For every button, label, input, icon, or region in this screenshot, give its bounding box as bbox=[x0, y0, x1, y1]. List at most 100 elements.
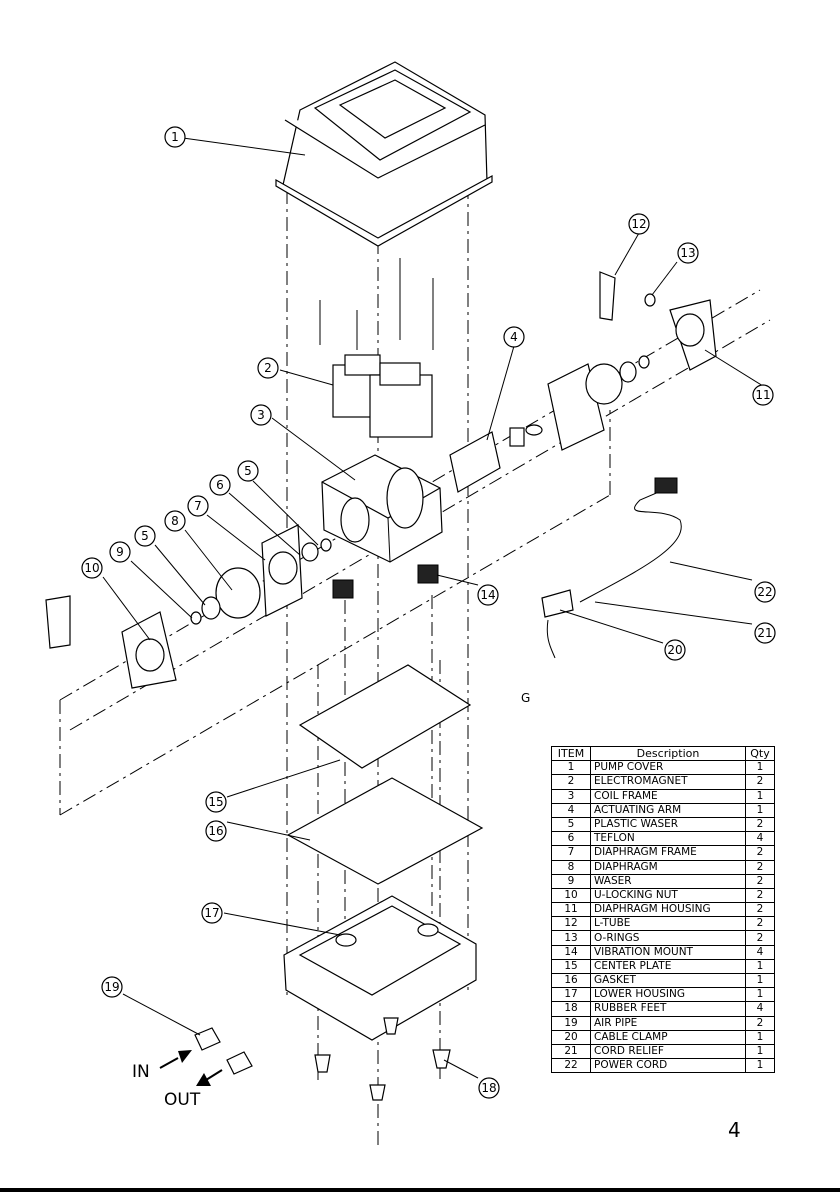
table-cell-item: 5 bbox=[551, 816, 591, 833]
callout-5-lower: 5 bbox=[134, 525, 156, 547]
header-item: ITEM bbox=[551, 745, 591, 762]
callout-leaders bbox=[102, 137, 764, 1079]
callout-21: 21 bbox=[754, 622, 776, 644]
table-cell-qty: 4 bbox=[745, 1001, 775, 1017]
table-cell-qty: 2 bbox=[745, 930, 775, 946]
electromagnet bbox=[319, 258, 434, 438]
callout-10: 10 bbox=[81, 557, 103, 579]
parts-table-header: ITEM Description Qty bbox=[551, 745, 775, 762]
flow-out: OUT bbox=[164, 1069, 223, 1110]
callout-15: 15 bbox=[205, 791, 227, 813]
air-pipe bbox=[194, 1027, 253, 1075]
svg-text:3: 3 bbox=[257, 408, 265, 422]
table-cell-item: 20 bbox=[551, 1029, 591, 1045]
svg-text:4: 4 bbox=[510, 330, 518, 344]
callout-13: 13 bbox=[677, 242, 699, 264]
power-cord-assembly bbox=[541, 477, 682, 659]
callout-4: 4 bbox=[503, 326, 525, 348]
table-cell-qty: 2 bbox=[745, 774, 775, 790]
actuating-arm bbox=[449, 424, 543, 493]
callout-12: 12 bbox=[628, 213, 650, 235]
table-cell-description: DIAPHRAGM FRAME bbox=[590, 845, 746, 861]
callout-20: 20 bbox=[664, 639, 686, 661]
svg-text:15: 15 bbox=[208, 795, 223, 809]
table-cell-qty: 1 bbox=[745, 972, 775, 989]
table-cell-item: 4 bbox=[551, 802, 591, 818]
svg-text:22: 22 bbox=[757, 585, 772, 599]
svg-text:6: 6 bbox=[216, 478, 224, 492]
svg-text:16: 16 bbox=[208, 824, 223, 838]
table-cell-description: PLASTIC WASER bbox=[590, 816, 746, 833]
svg-text:11: 11 bbox=[755, 388, 770, 402]
table-cell-description: TEFLON bbox=[590, 831, 746, 847]
table-cell-qty: 4 bbox=[745, 831, 775, 847]
header-qty: Qty bbox=[745, 745, 775, 762]
page-number: 4 bbox=[728, 1118, 741, 1142]
callout-22: 22 bbox=[754, 581, 776, 603]
callout-1: 1 bbox=[164, 126, 186, 148]
lower-housing bbox=[283, 895, 477, 1041]
svg-text:13: 13 bbox=[680, 246, 695, 260]
bottom-rule bbox=[0, 1188, 840, 1192]
table-cell-qty: 2 bbox=[745, 845, 775, 861]
table-cell-description: CABLE CLAMP bbox=[590, 1029, 746, 1045]
center-plate bbox=[298, 664, 472, 769]
table-cell-description: CENTER PLATE bbox=[590, 958, 746, 975]
table-cell-qty: 2 bbox=[745, 859, 775, 875]
callout-7: 7 bbox=[187, 495, 209, 517]
table-cell-qty: 2 bbox=[745, 1015, 775, 1031]
header-description: Description bbox=[590, 745, 746, 762]
svg-text:17: 17 bbox=[204, 906, 219, 920]
svg-text:12: 12 bbox=[631, 217, 646, 231]
table-cell-item: 12 bbox=[551, 916, 591, 932]
table-cell-description: COIL FRAME bbox=[590, 788, 746, 804]
table-cell-qty: 1 bbox=[745, 788, 775, 804]
table-cell-description: GASKET bbox=[590, 972, 746, 989]
table-cell-qty: 4 bbox=[745, 944, 775, 960]
table-cell-item: 19 bbox=[551, 1015, 591, 1031]
callout-6: 6 bbox=[209, 474, 231, 496]
table-cell-qty: 1 bbox=[745, 802, 775, 818]
table-cell-item: 3 bbox=[551, 788, 591, 804]
vibration-mount bbox=[332, 564, 439, 599]
callout-17: 17 bbox=[201, 902, 223, 924]
table-cell-qty: 2 bbox=[745, 887, 775, 904]
callout-9: 9 bbox=[109, 541, 131, 563]
table-cell-qty: 1 bbox=[745, 1043, 775, 1060]
table-cell-description: LOWER HOUSING bbox=[590, 987, 746, 1003]
table-cell-item: 11 bbox=[551, 902, 591, 918]
table-cell-item: 10 bbox=[551, 887, 591, 904]
table-cell-item: 16 bbox=[551, 972, 591, 989]
svg-text:19: 19 bbox=[104, 980, 119, 994]
svg-text:18: 18 bbox=[481, 1081, 496, 1095]
svg-text:9: 9 bbox=[116, 545, 124, 559]
svg-text:5: 5 bbox=[141, 529, 149, 543]
callout-2: 2 bbox=[257, 357, 279, 379]
table-cell-item: 13 bbox=[551, 930, 591, 946]
table-cell-qty: 2 bbox=[745, 916, 775, 932]
callout-11: 11 bbox=[752, 384, 774, 406]
callout-16: 16 bbox=[205, 820, 227, 842]
table-cell-description: AIR PIPE bbox=[590, 1015, 746, 1031]
diaphragm-stack-right bbox=[547, 271, 717, 451]
table-cell-qty: 1 bbox=[745, 987, 775, 1003]
in-label: IN bbox=[132, 1062, 150, 1082]
table-cell-description: CORD RELIEF bbox=[590, 1043, 746, 1060]
